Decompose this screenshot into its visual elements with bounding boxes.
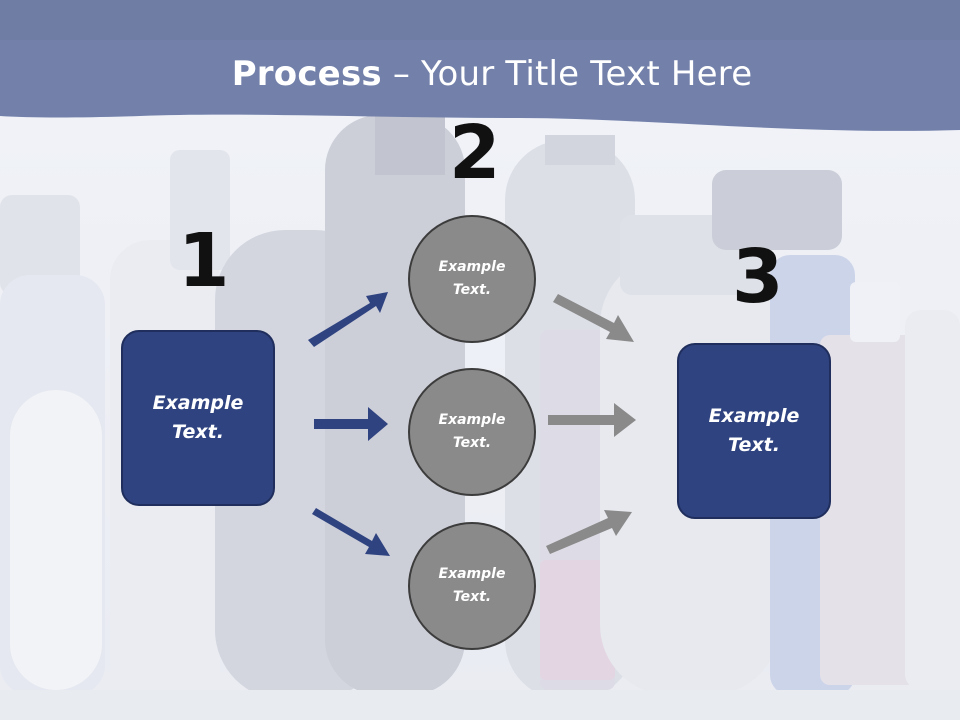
step-number-3: 3	[732, 234, 784, 320]
gray-arrow-right	[548, 403, 636, 437]
circle-1: Example Text.	[408, 215, 536, 343]
gray-arrow-down-right	[553, 294, 634, 342]
blue-arrow-up	[308, 292, 388, 347]
page-title: Process – Your Title Text Here	[0, 54, 960, 94]
circle-2-text: Example Text.	[438, 412, 506, 451]
step-3-box: Example Text.	[677, 343, 831, 519]
step-1-box: Example Text.	[121, 330, 275, 506]
gray-arrow-up-right	[546, 510, 632, 554]
step-number-1: 1	[178, 218, 230, 304]
step-1-text: Example Text.	[152, 392, 244, 443]
blue-arrow-right	[314, 407, 388, 441]
title-rest: – Your Title Text Here	[381, 54, 753, 94]
circle-3-text: Example Text.	[438, 566, 506, 605]
title-bold: Process	[231, 54, 382, 94]
step-3-text: Example Text.	[708, 405, 800, 456]
circle-2: Example Text.	[408, 368, 536, 496]
step-number-2: 2	[449, 110, 501, 196]
circle-1-text: Example Text.	[438, 259, 506, 298]
blue-arrow-down	[312, 508, 390, 556]
circle-3: Example Text.	[408, 522, 536, 650]
